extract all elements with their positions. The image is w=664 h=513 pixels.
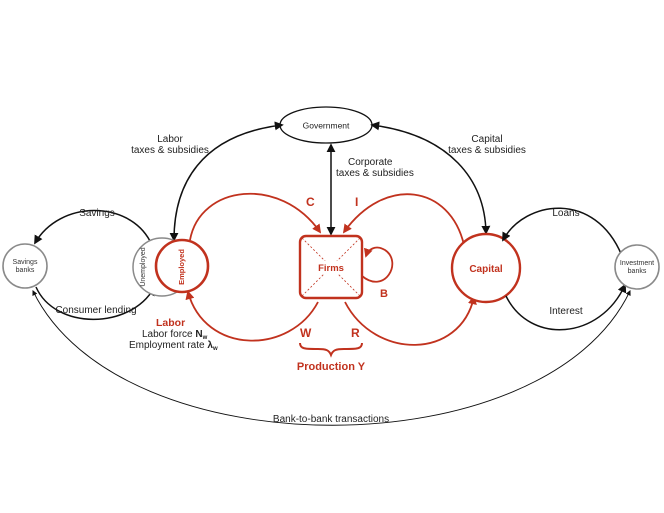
bank-to-bank-arrow bbox=[32, 290, 631, 426]
firms-node: Firms bbox=[298, 234, 364, 300]
wages-arrow bbox=[185, 290, 319, 342]
labor-force-line: Labor force Nw bbox=[142, 329, 208, 341]
returns-arrow bbox=[344, 295, 477, 346]
labor-taxes-label-2: taxes & subsidies bbox=[131, 145, 209, 156]
employment-rate-line: Employment rate λw bbox=[129, 340, 218, 352]
bank-to-bank-label: Bank-to-bank transactions bbox=[273, 414, 389, 425]
consumption-arrow bbox=[189, 192, 322, 241]
investment-arrow bbox=[342, 193, 465, 246]
labor-taxes-arrow bbox=[169, 121, 284, 242]
firm-loop-label: B bbox=[380, 288, 388, 300]
interest-arrow bbox=[505, 283, 627, 331]
corporate-taxes-label-1: Corporate bbox=[348, 157, 393, 168]
production-label: Production Y bbox=[297, 361, 366, 373]
savings-label: Savings bbox=[79, 208, 115, 219]
investment-banks-label-2: banks bbox=[628, 268, 647, 275]
employment-rate-text: Employment rate bbox=[129, 340, 205, 351]
firms-label: Firms bbox=[318, 263, 344, 274]
savings-banks-label-2: banks bbox=[16, 267, 35, 274]
labor-force-text: Labor force bbox=[142, 329, 193, 340]
wages-label: W bbox=[300, 326, 312, 340]
consumer-lending-label: Consumer lending bbox=[55, 305, 136, 316]
unemployed-label: Unemployed bbox=[140, 247, 147, 286]
employment-rate-sub: w bbox=[212, 346, 218, 352]
labor-taxes-label-1: Labor bbox=[157, 134, 183, 145]
savings-arrow bbox=[34, 209, 151, 245]
interest-label: Interest bbox=[549, 306, 583, 317]
labor-force-sub: w bbox=[202, 335, 208, 341]
firm-loop-arrow bbox=[361, 246, 394, 283]
employed-label: Employed bbox=[177, 249, 186, 285]
investment-banks-node: Investment banks bbox=[614, 244, 660, 290]
returns-label: R bbox=[351, 326, 360, 340]
labor-title: Labor bbox=[156, 317, 185, 329]
corporate-taxes-label-2: taxes & subsidies bbox=[336, 168, 414, 179]
consumer-lending-arrow bbox=[35, 286, 155, 321]
government-label: Government bbox=[303, 121, 350, 131]
savings-banks-label-1: Savings bbox=[13, 259, 38, 266]
capital-label: Capital bbox=[469, 264, 503, 275]
capital-taxes-arrow bbox=[370, 121, 491, 235]
loans-arrow bbox=[502, 207, 623, 257]
production-brace bbox=[299, 342, 363, 358]
capital-node bbox=[450, 232, 522, 304]
savings-banks-node: Savings banks bbox=[2, 243, 48, 289]
capital-taxes-label-2: taxes & subsidies bbox=[448, 145, 526, 156]
government-node: Government bbox=[279, 106, 373, 144]
capital-taxes-label-1: Capital bbox=[471, 134, 502, 145]
loans-label: Loans bbox=[552, 208, 579, 219]
investment-banks-label-1: Investment bbox=[620, 260, 654, 267]
employment-rate-symbol: λ bbox=[207, 340, 213, 351]
labor-force-symbol: N bbox=[195, 329, 202, 340]
consumption-label: C bbox=[306, 195, 315, 209]
investment-label: I bbox=[355, 195, 358, 209]
